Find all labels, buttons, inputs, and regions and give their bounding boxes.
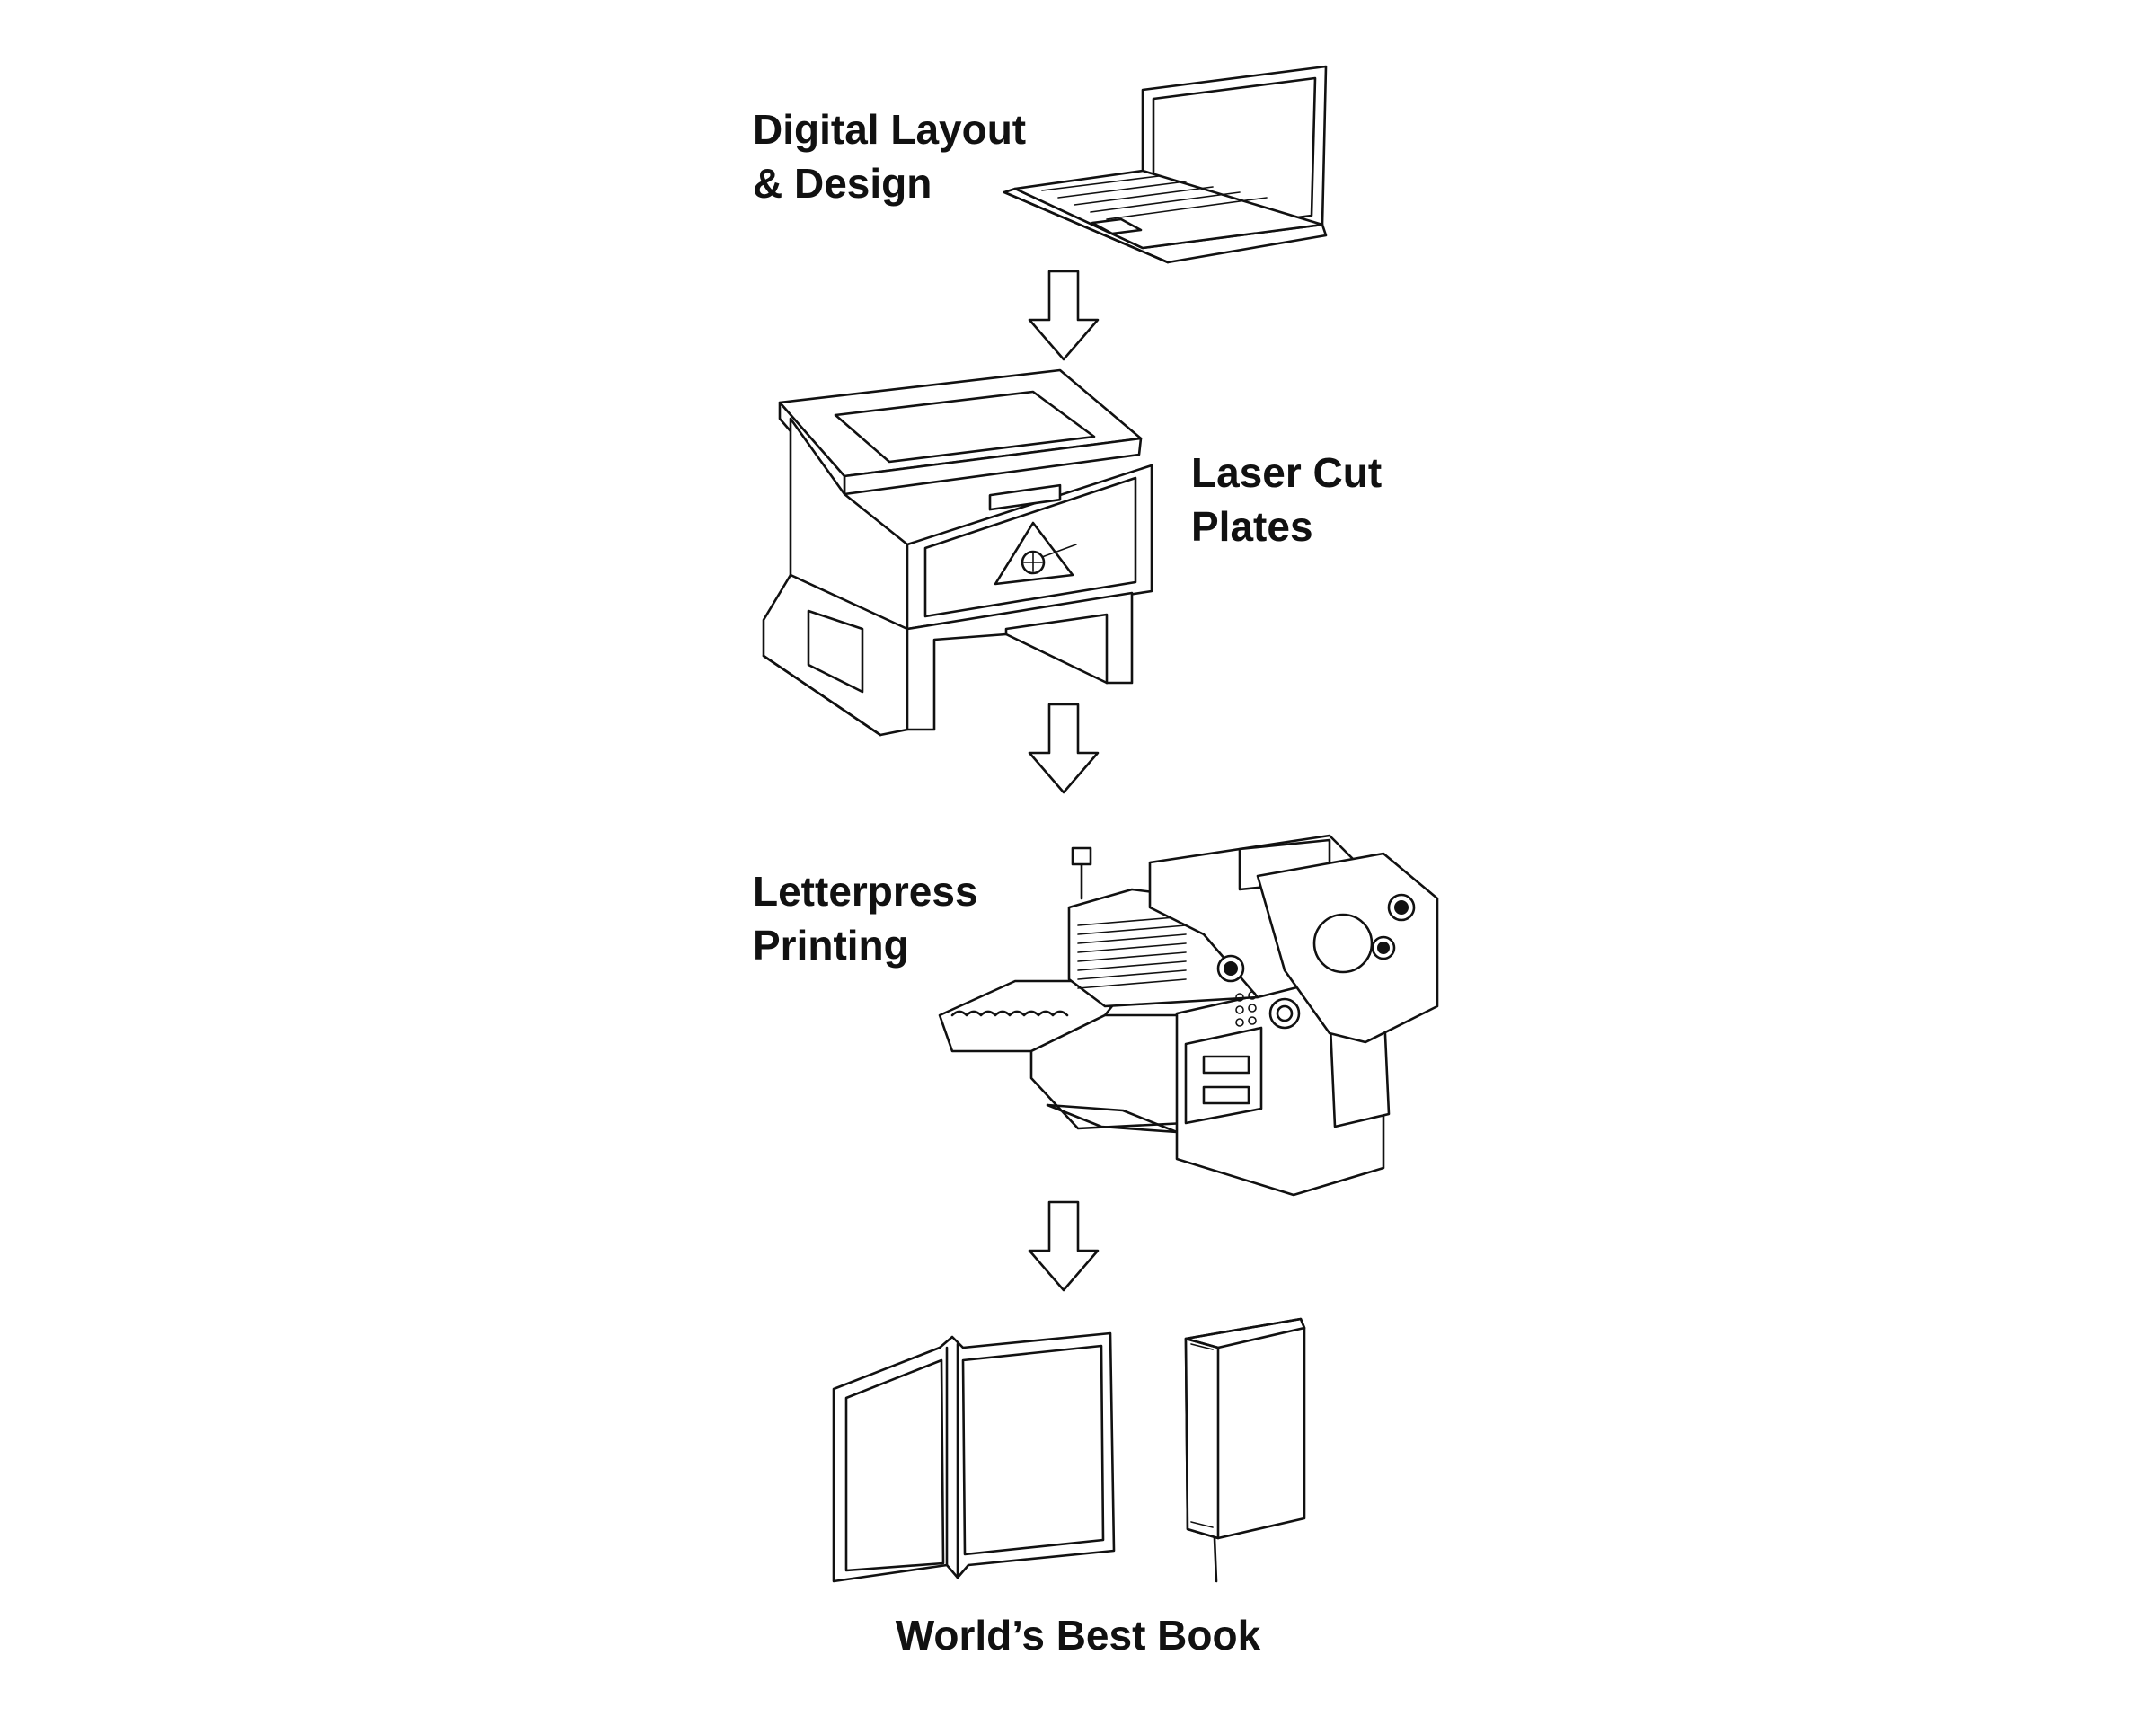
step-label-line: Plates bbox=[1191, 503, 1313, 550]
step-label-letterpress: Letterpress Printing bbox=[753, 864, 978, 972]
step-label-digital-layout: Digital Layout & Design bbox=[753, 102, 1026, 210]
laptop-icon bbox=[1003, 65, 1328, 264]
step-label-laser-cut: Laser Cut Plates bbox=[1191, 446, 1382, 553]
step-label-line: World’s Best Book bbox=[895, 1612, 1261, 1659]
step-label-line: Laser Cut bbox=[1191, 449, 1383, 496]
step-label-line: Digital Layout bbox=[753, 106, 1027, 153]
step-label-line: Letterpress bbox=[753, 868, 978, 915]
laser-cutter-icon bbox=[762, 368, 1153, 737]
down-arrow-icon bbox=[1028, 703, 1100, 794]
step-label-worlds-best-book: World’s Best Book bbox=[0, 1608, 2156, 1662]
printing-press-icon bbox=[938, 834, 1439, 1197]
down-arrow-icon bbox=[1028, 270, 1100, 361]
down-arrow-icon bbox=[1028, 1200, 1100, 1292]
step-label-line: Printing bbox=[753, 922, 909, 969]
step-label-line: & Design bbox=[753, 160, 932, 207]
books-icon bbox=[832, 1317, 1306, 1583]
